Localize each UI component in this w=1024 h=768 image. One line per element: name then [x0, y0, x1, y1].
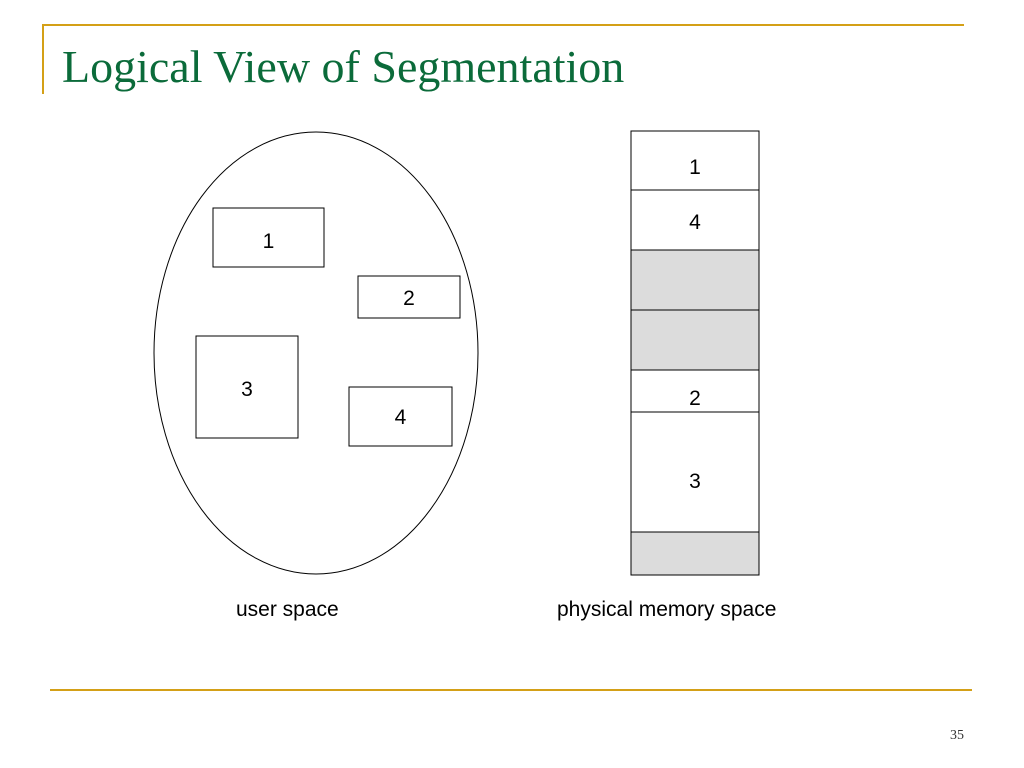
memory-block-5	[630, 369, 760, 413]
left-rule	[42, 24, 44, 94]
user-segment-3-box	[195, 335, 299, 439]
physical-memory-group: 1 4 2 3	[630, 130, 760, 576]
user-segment-4-label: 4	[395, 406, 407, 429]
memory-block-free-1	[630, 249, 760, 311]
user-segment-4-box	[348, 386, 453, 447]
page-number: 35	[950, 728, 964, 743]
memory-block-2-label: 4	[689, 211, 701, 234]
memory-block-5-label: 2	[689, 387, 701, 410]
physical-memory-caption: physical memory space	[557, 598, 777, 621]
user-segment-1-box	[212, 207, 325, 268]
user-segment-3-label: 3	[241, 378, 253, 401]
user-segment-2-box	[357, 275, 461, 319]
memory-block-free-3	[630, 531, 760, 576]
user-space-caption: user space	[236, 598, 339, 621]
user-segment-1-label: 1	[263, 230, 275, 253]
memory-block-1-label: 1	[689, 156, 701, 179]
memory-block-6-label: 3	[689, 470, 701, 493]
top-rule	[42, 24, 964, 26]
memory-block-6	[630, 411, 760, 533]
memory-block-1	[630, 130, 760, 191]
user-space-group: 1 2 3 4	[153, 131, 479, 575]
user-segment-2-label: 2	[403, 287, 415, 310]
user-space-ellipse	[153, 131, 479, 575]
bottom-rule	[50, 689, 972, 691]
memory-block-free-2	[630, 309, 760, 371]
slide-title: Logical View of Segmentation	[62, 41, 625, 92]
memory-block-2	[630, 189, 760, 251]
